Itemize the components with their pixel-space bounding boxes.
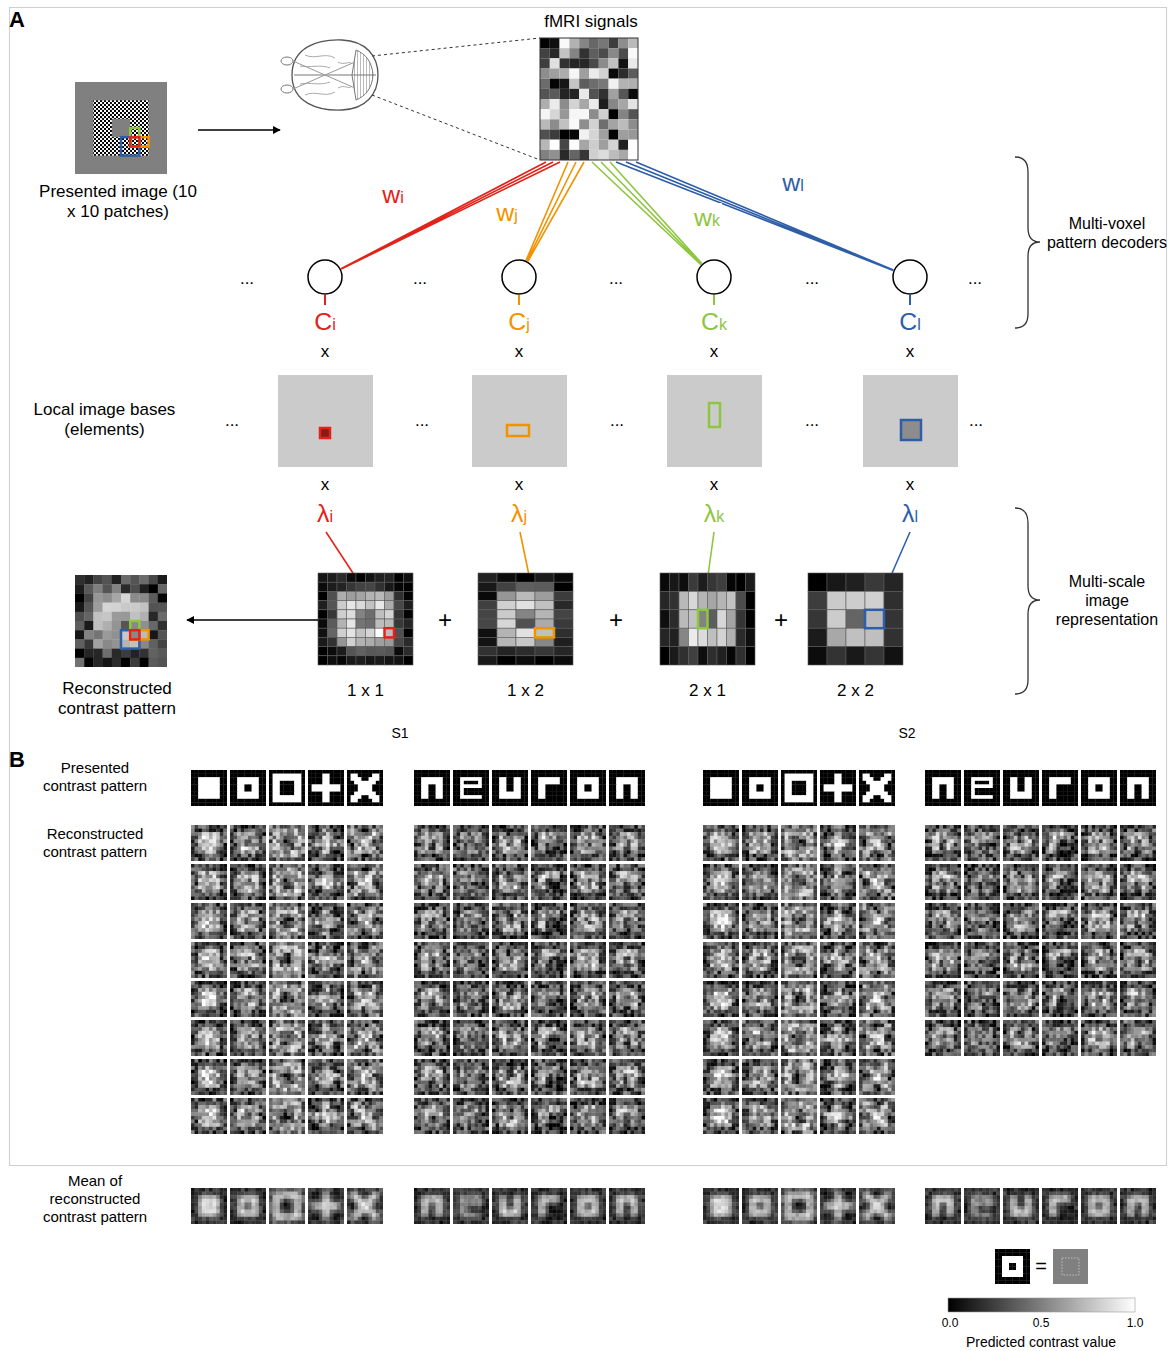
figure: Presented image (10 x 10 patches)fMRI si…: [0, 0, 1174, 1351]
